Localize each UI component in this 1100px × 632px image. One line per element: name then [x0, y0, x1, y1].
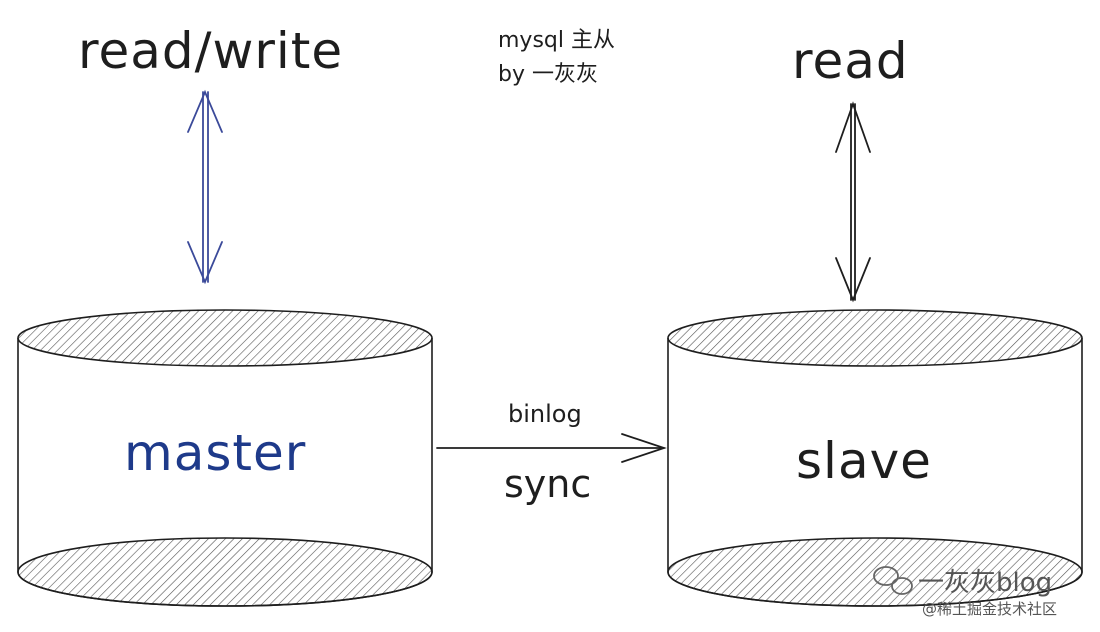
slave-label: slave: [796, 432, 932, 490]
replication-arrow: [436, 433, 667, 463]
master-label: master: [124, 424, 307, 482]
binlog-label: binlog: [508, 400, 582, 428]
title-line-2: by 一灰灰: [498, 62, 598, 87]
title-line-1: mysql 主从: [498, 28, 615, 53]
title-note: mysql 主从 by 一灰灰: [498, 24, 615, 92]
master-bottom-ellipse: [17, 537, 433, 607]
watermark-subtitle: @稀土掘金技术社区: [922, 600, 1058, 618]
wechat-logo-icon: [873, 566, 913, 595]
slave-access-label: read: [792, 32, 909, 90]
master-access-label: read/write: [78, 22, 344, 80]
sync-label: sync: [504, 462, 592, 506]
master-double-arrow: [187, 89, 223, 285]
slave-cylinder: [667, 309, 1083, 607]
master-top-ellipse: [17, 309, 433, 367]
slave-top-ellipse: [667, 309, 1083, 367]
slave-double-arrow: [835, 101, 871, 303]
master-cylinder: [17, 309, 433, 607]
watermark-title: 一灰灰blog: [918, 568, 1053, 598]
